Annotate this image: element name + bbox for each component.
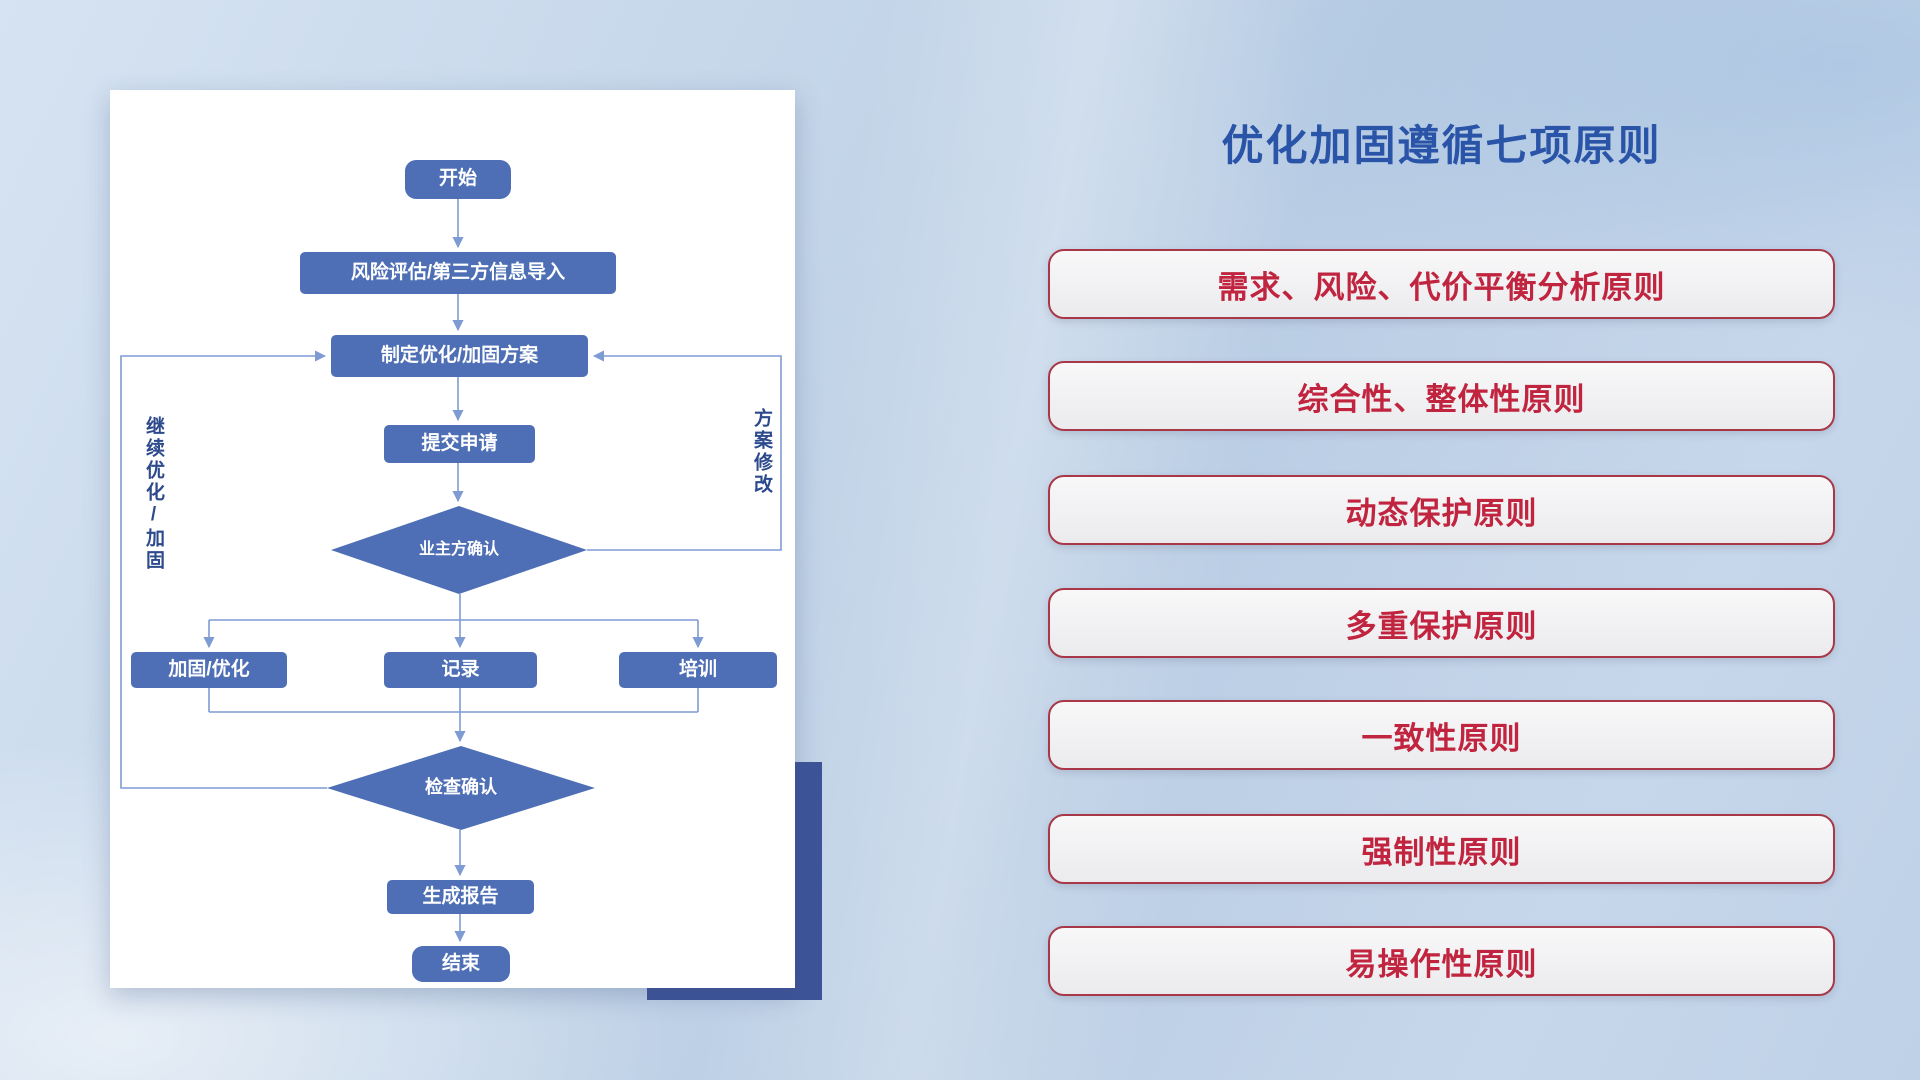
flow-node-training: 培训 xyxy=(619,652,777,688)
flow-node-start: 开始 xyxy=(405,160,511,199)
principles-panel: 优化加固遵循七项原则 需求、风险、代价平衡分析原则 综合性、整体性原则 动态保护… xyxy=(1048,0,1835,1080)
principle-item-6: 强制性原则 xyxy=(1048,814,1835,884)
page-title: 优化加固遵循七项原则 xyxy=(1221,122,1662,169)
principle-item-5: 一致性原则 xyxy=(1048,700,1835,770)
flow-label-continue-loop: 继续优化/加固 xyxy=(143,416,164,572)
principle-item-3: 动态保护原则 xyxy=(1048,475,1835,545)
principle-item-1: 需求、风险、代价平衡分析原则 xyxy=(1048,249,1835,319)
principle-item-4: 多重保护原则 xyxy=(1048,588,1835,658)
flowchart-connectors xyxy=(120,199,782,943)
principle-item-7: 易操作性原则 xyxy=(1048,926,1835,996)
flow-node-end: 结束 xyxy=(412,946,510,982)
flow-node-make-plan: 制定优化/加固方案 xyxy=(331,335,588,377)
flow-node-harden-optimize: 加固/优化 xyxy=(131,652,287,688)
flow-node-generate-report: 生成报告 xyxy=(387,880,534,914)
flow-node-submit: 提交申请 xyxy=(384,425,535,463)
flow-label-plan-revision: 方案修改 xyxy=(751,408,772,496)
flow-node-risk-import: 风险评估/第三方信息导入 xyxy=(300,252,616,294)
flow-node-record: 记录 xyxy=(384,652,537,688)
principle-item-2: 综合性、整体性原则 xyxy=(1048,361,1835,431)
flowchart: 开始 风险评估/第三方信息导入 制定优化/加固方案 提交申请 业主方确认 加固/… xyxy=(110,90,795,988)
flowchart-card: 开始 风险评估/第三方信息导入 制定优化/加固方案 提交申请 业主方确认 加固/… xyxy=(110,90,795,988)
